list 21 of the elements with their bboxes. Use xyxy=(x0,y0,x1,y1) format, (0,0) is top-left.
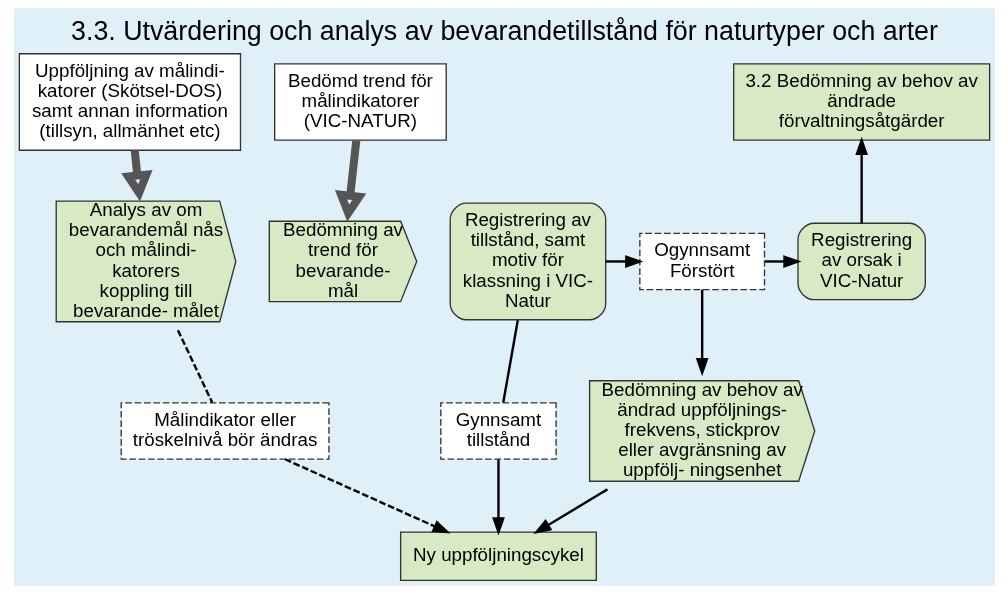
arrow xyxy=(120,150,153,202)
node-box: Registrering av tillstånd, samt motiv för klassning i VIC- Natur xyxy=(449,202,606,321)
arrow xyxy=(854,136,868,224)
arrow xyxy=(334,140,366,222)
node-box: Ny uppföljningscykel xyxy=(399,531,597,582)
arrow xyxy=(532,488,608,534)
arrow xyxy=(491,459,505,536)
connector xyxy=(176,329,213,404)
node-box: Uppföljning av målindi- katorer (Skötsel-DOS) samt annan information (tillsyn, allmänhet etc) xyxy=(18,53,241,151)
node-box: Ogynnsamt Förstört xyxy=(638,232,765,291)
connector xyxy=(501,320,519,403)
node-box: Registrering av orsak i VIC-Natur xyxy=(796,222,926,301)
arrow xyxy=(605,255,643,268)
diagram-title: 3.3. Utvärdering och analys av bevarandetillstånd för naturtyper och arter xyxy=(70,16,938,47)
node-box: 3.2 Bedömning av behov av ändrade förvaltningsåtgärder xyxy=(732,63,990,141)
arrow xyxy=(764,255,802,268)
arrow xyxy=(284,458,451,534)
node-box: Gynnsamt tillstånd xyxy=(439,402,557,460)
node-box: Bedömd trend för målindikatorer (VIC-NATUR) xyxy=(273,63,447,141)
arrow xyxy=(695,289,709,377)
node-box: Målindikator eller tröskelnivå bör ändras xyxy=(120,402,330,460)
